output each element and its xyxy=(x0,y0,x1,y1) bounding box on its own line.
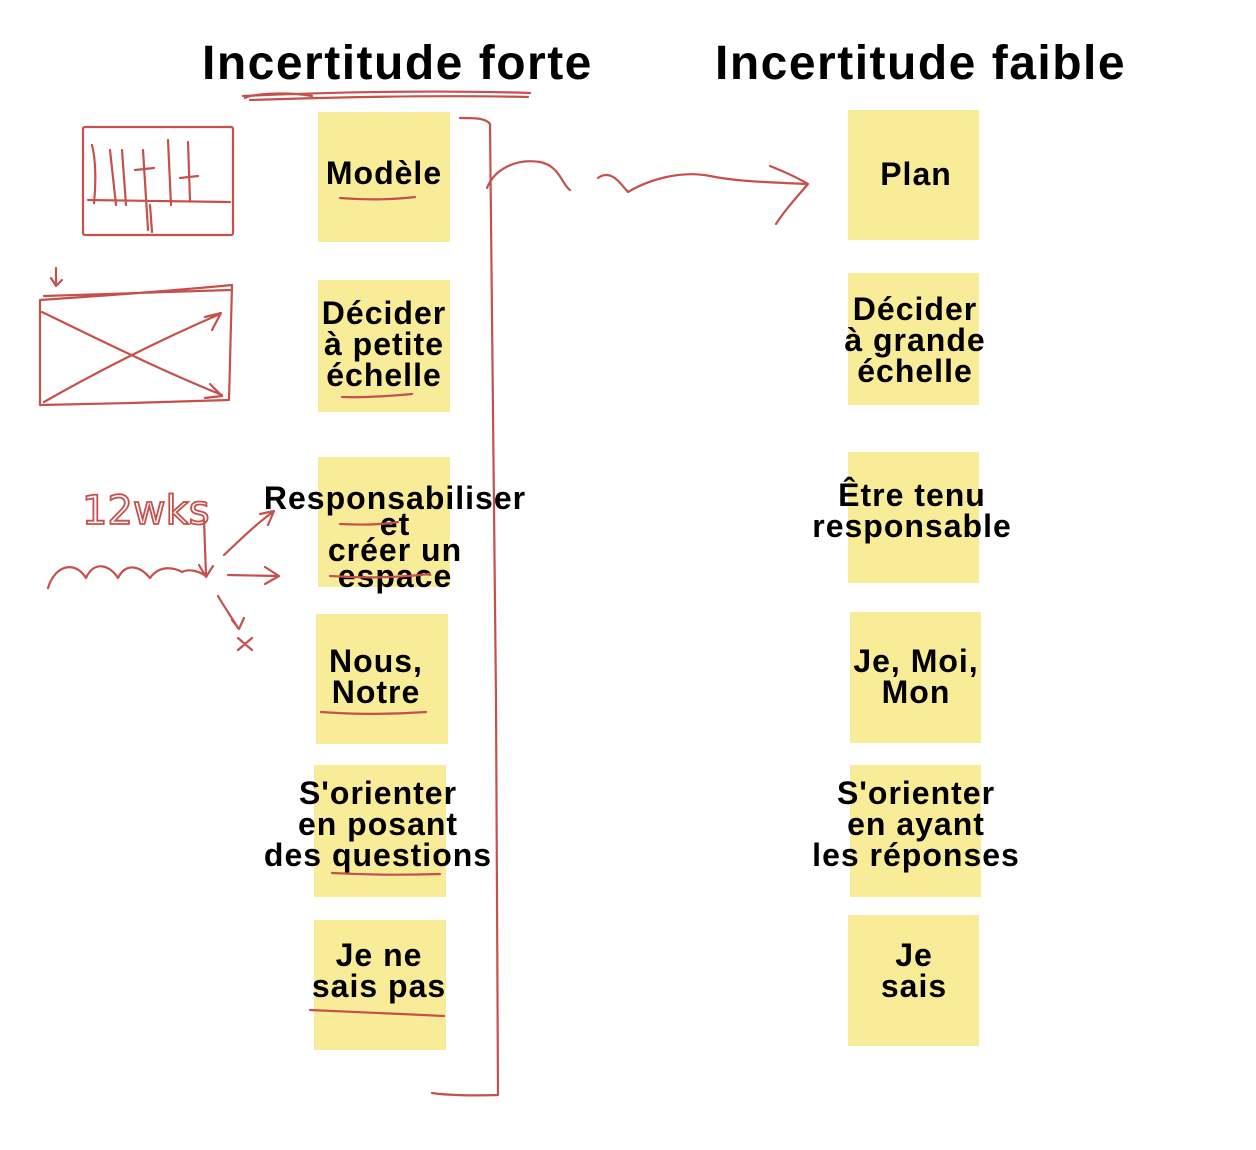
sticky-note-i-know xyxy=(848,915,979,1046)
sticky-note-we-our xyxy=(316,614,448,744)
squiggle-arrow xyxy=(485,160,810,226)
note-label-dont-know: Je ne sais pas xyxy=(311,937,447,1004)
note-label-we-our: Nous, Notre xyxy=(329,643,423,710)
branch-arrow-sketch xyxy=(46,509,281,652)
sticky-note-accountable xyxy=(848,452,979,583)
heading-weak-uncertainty: Incertitude faible xyxy=(715,37,1127,90)
sticky-note-plan xyxy=(848,110,979,240)
note-label-orient-answers: S'orienter en ayant les réponses xyxy=(812,775,1020,873)
heading-strong-uncertainty: Incertitude forte xyxy=(202,37,593,90)
note-label-model: Modèle xyxy=(325,155,443,191)
crossed-box-sketch xyxy=(38,266,234,407)
note-label-i-know: Je sais xyxy=(880,937,948,1004)
note-label-decide-large: Décider à grande échelle xyxy=(844,291,986,389)
sticky-note-decide-large xyxy=(848,273,979,405)
note-label-i-me-my: Je, Moi, Mon xyxy=(853,643,979,710)
sticky-note-dont-know xyxy=(314,920,446,1050)
note-label-decide-small: Décider à petite échelle xyxy=(321,295,447,393)
sticky-note-decide-small xyxy=(318,280,450,412)
sticky-note-i-me-my xyxy=(850,612,981,743)
sticky-note-orient-answers xyxy=(850,765,981,897)
grid-sketch xyxy=(81,125,235,237)
note-label-plan: Plan xyxy=(880,156,952,192)
note-label-accountable: Être tenu responsable xyxy=(812,477,1012,544)
sticky-note-model xyxy=(318,112,450,242)
sticky-note-empower xyxy=(318,457,450,587)
handwritten-duration: 12wks xyxy=(82,488,210,534)
note-label-orient-questions: S'orienter en posant des questions xyxy=(263,775,493,873)
bracket-line xyxy=(430,116,500,1097)
note-label-empower: Responsabiliser et créer un espace xyxy=(263,480,527,594)
heading-underline xyxy=(241,90,532,102)
